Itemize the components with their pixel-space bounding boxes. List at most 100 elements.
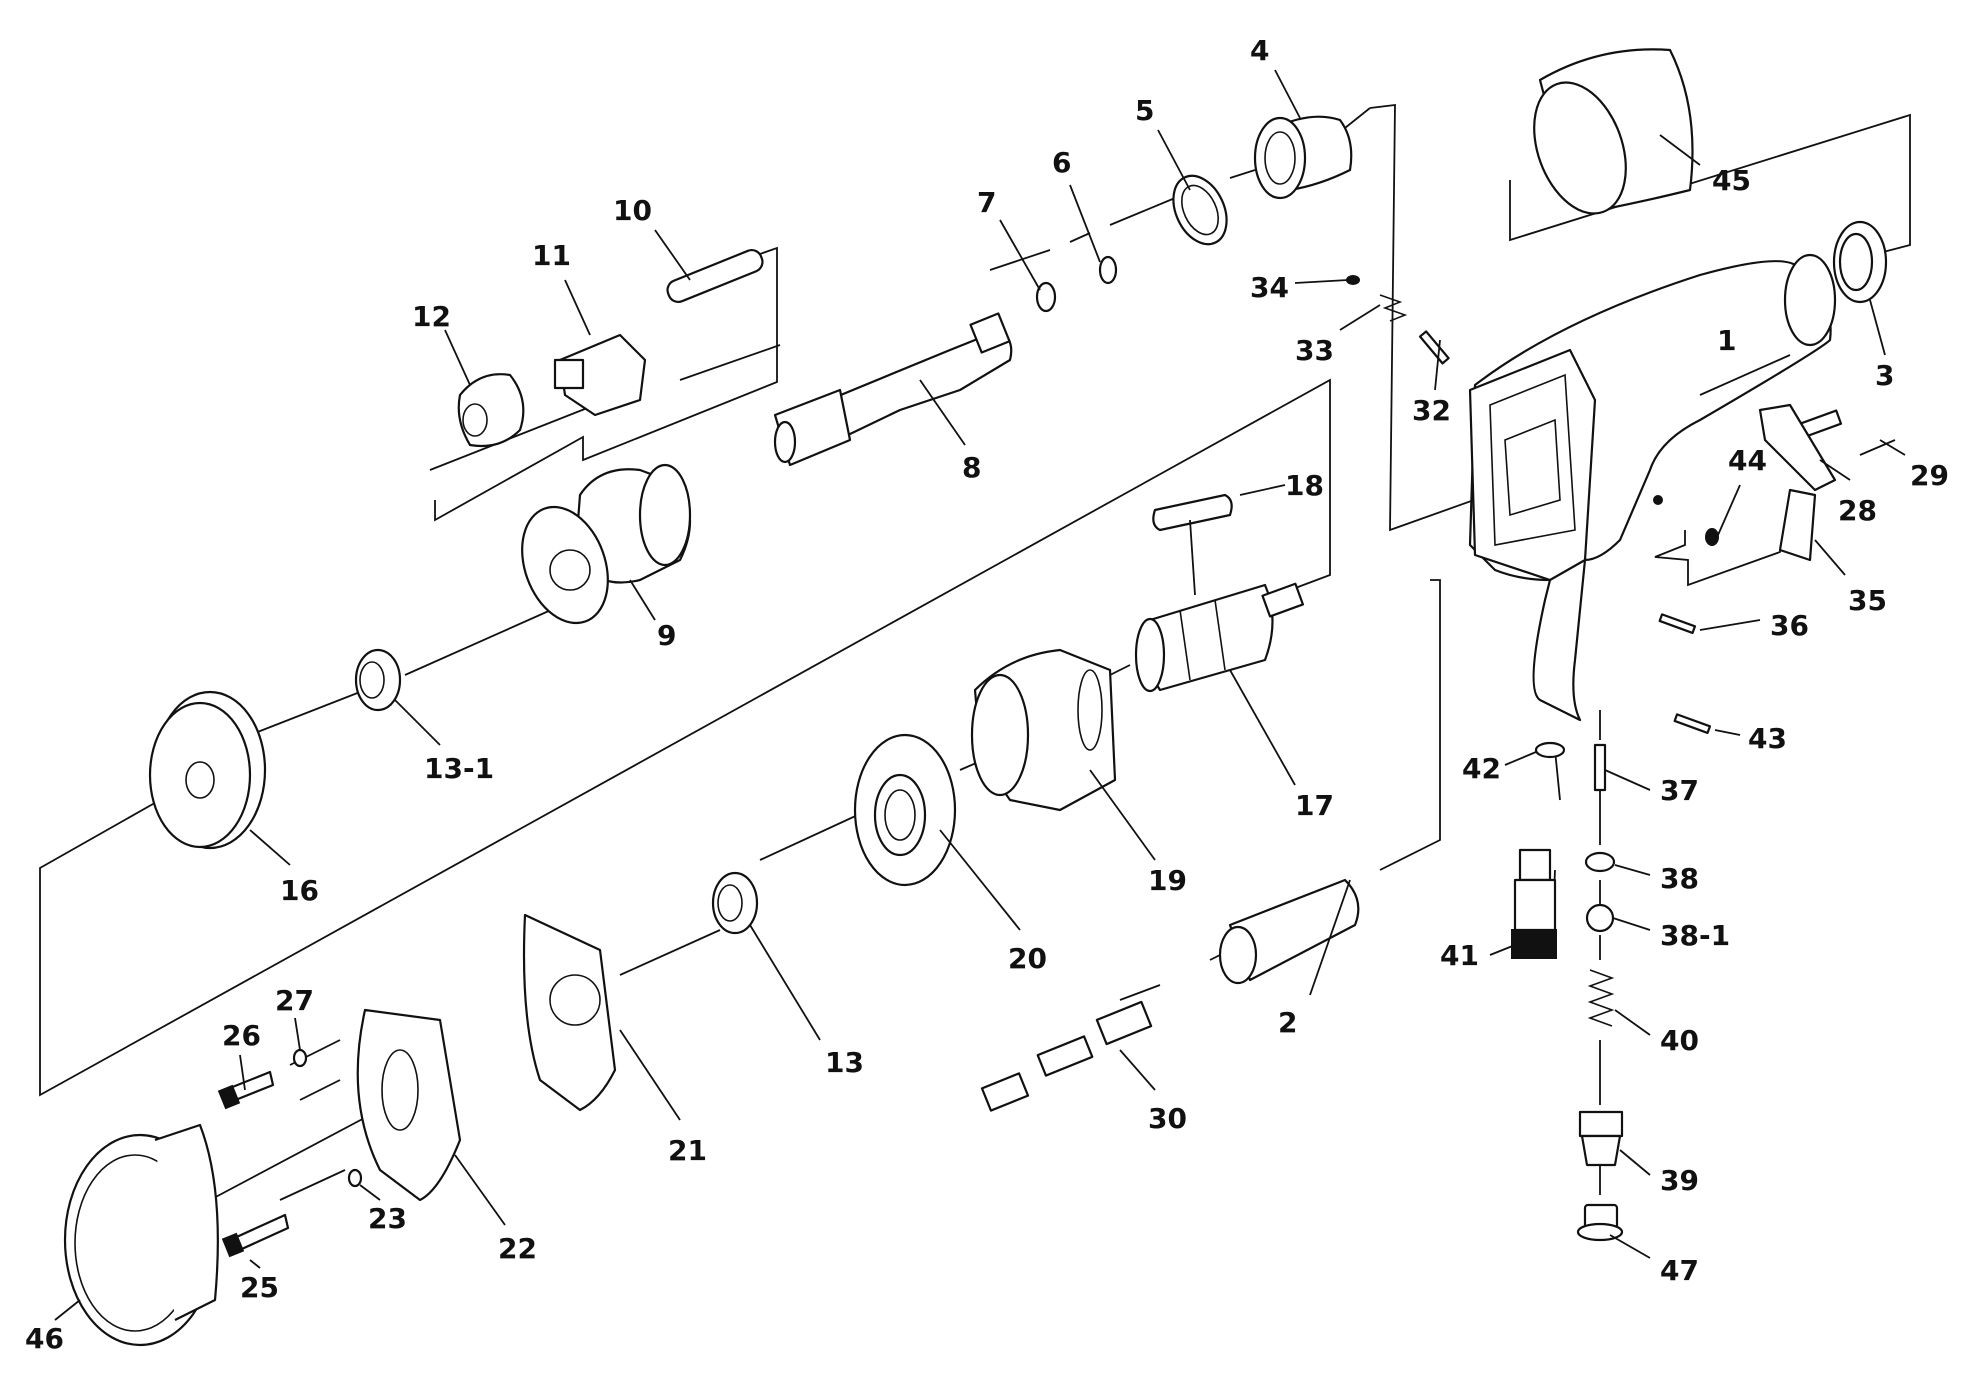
hammer-body — [457, 373, 525, 448]
bearing-13-1 — [354, 648, 402, 712]
axis-line-valve — [1119, 984, 1161, 1001]
leader-37 — [1604, 769, 1651, 791]
leader-12 — [444, 329, 471, 386]
plug-hex — [1580, 1134, 1622, 1167]
inlet-nut — [1511, 929, 1557, 959]
rotor-slot — [1214, 599, 1226, 671]
leader-35 — [1814, 539, 1846, 576]
rotor-17 — [1134, 582, 1304, 693]
label-40: 40 — [1660, 1024, 1699, 1057]
leader-21 — [619, 1029, 681, 1121]
screw-26 — [217, 1070, 275, 1110]
cap-47 — [1576, 1203, 1624, 1242]
rear-plate-20 — [853, 733, 957, 887]
bracket-line-reverse — [1654, 499, 1791, 587]
inlet-thread — [1513, 878, 1557, 932]
o-ring-42 — [1534, 741, 1566, 759]
lever-35 — [1778, 488, 1817, 562]
inlet-41 — [1511, 848, 1557, 959]
housing-inner-port — [1504, 418, 1561, 517]
bearing-inner — [359, 661, 385, 699]
label-38-1: 38-1 — [1660, 919, 1730, 952]
leader-47 — [1609, 1234, 1651, 1259]
valve-head — [1095, 1000, 1153, 1046]
label-25: 25 — [240, 1271, 279, 1304]
leader-4 — [1274, 69, 1301, 119]
plug-thread — [1578, 1110, 1624, 1138]
label-38: 38 — [1660, 862, 1699, 895]
boot-45 — [1533, 48, 1694, 215]
washer-38 — [1584, 851, 1616, 873]
label-11: 11 — [532, 239, 571, 272]
label-41: 41 — [1440, 939, 1479, 972]
leader-5 — [1157, 129, 1191, 191]
washer-outer — [1172, 174, 1228, 246]
leader-46 — [54, 1299, 81, 1321]
cylinder-rear — [1077, 669, 1103, 751]
label-27: 27 — [275, 984, 314, 1017]
label-21: 21 — [668, 1134, 707, 1167]
axis-line-lower — [299, 1079, 341, 1101]
boot-edge — [154, 1123, 219, 1321]
leader-19 — [1089, 769, 1156, 861]
cover-body — [356, 1008, 462, 1202]
axis-line-upper — [1344, 107, 1371, 129]
hammer-block — [558, 333, 647, 417]
gasket-21 — [522, 913, 617, 1112]
label-26: 26 — [222, 1019, 261, 1052]
label-1: 1 — [1717, 324, 1736, 357]
axis-line-upper — [429, 402, 601, 471]
leader-17 — [1229, 669, 1296, 786]
label-2: 2 — [1278, 1006, 1297, 1039]
label-35: 35 — [1848, 584, 1887, 617]
pin-36 — [1658, 613, 1697, 635]
axis-line-upper — [1109, 197, 1176, 226]
label-6: 6 — [1052, 146, 1071, 179]
front-plate-16 — [148, 690, 267, 850]
anvil-8 — [773, 312, 1013, 467]
hammer-11 — [553, 333, 647, 417]
end-cap-inner — [1838, 232, 1874, 292]
label-12: 12 — [412, 300, 451, 333]
leader-28 — [1819, 459, 1851, 481]
bushing-face — [1218, 925, 1258, 985]
anvil-collar — [969, 312, 1011, 354]
screw-44 — [1705, 528, 1719, 546]
leader-6 — [1069, 184, 1101, 263]
cover-opening — [381, 1049, 419, 1131]
washer-23 — [347, 1168, 363, 1188]
leader-42 — [1504, 751, 1537, 766]
inlet-top — [1518, 848, 1552, 882]
label-45: 45 — [1712, 164, 1751, 197]
plug-39 — [1578, 1110, 1624, 1167]
ball-34 — [1346, 275, 1360, 285]
leader-22 — [454, 1154, 506, 1226]
part-labels: 1 2 3 4 5 6 7 8 9 10 11 12 13 13-1 16 17… — [25, 34, 1949, 1355]
bearing-13 — [711, 871, 759, 935]
bracket-line-top — [1509, 113, 1911, 263]
front-plate-bore — [185, 761, 215, 799]
leader-10 — [654, 229, 691, 281]
axis-line-handle — [1554, 749, 1561, 801]
washer-27 — [292, 1048, 308, 1068]
bushing-bore — [1264, 131, 1296, 185]
cage-rear-plate — [638, 463, 692, 567]
leader-41 — [1489, 944, 1516, 956]
leader-38-1 — [1612, 917, 1651, 931]
pin-32 — [1418, 330, 1450, 365]
spring-40 — [1587, 969, 1615, 1027]
label-30: 30 — [1148, 1102, 1187, 1135]
o-ring-6 — [1098, 255, 1118, 285]
bearing-outer — [354, 648, 402, 712]
label-17: 17 — [1295, 789, 1334, 822]
leader-26 — [239, 1054, 246, 1091]
rotor-slot — [1179, 609, 1191, 681]
gasket-body — [522, 913, 617, 1112]
vane-18 — [1152, 493, 1233, 532]
housing-pin-hole — [1653, 495, 1663, 505]
anvil-tip — [773, 420, 797, 464]
valve-end — [980, 1072, 1030, 1112]
label-33: 33 — [1295, 334, 1334, 367]
leader-2 — [1309, 879, 1351, 996]
spring-33 — [1379, 294, 1408, 322]
